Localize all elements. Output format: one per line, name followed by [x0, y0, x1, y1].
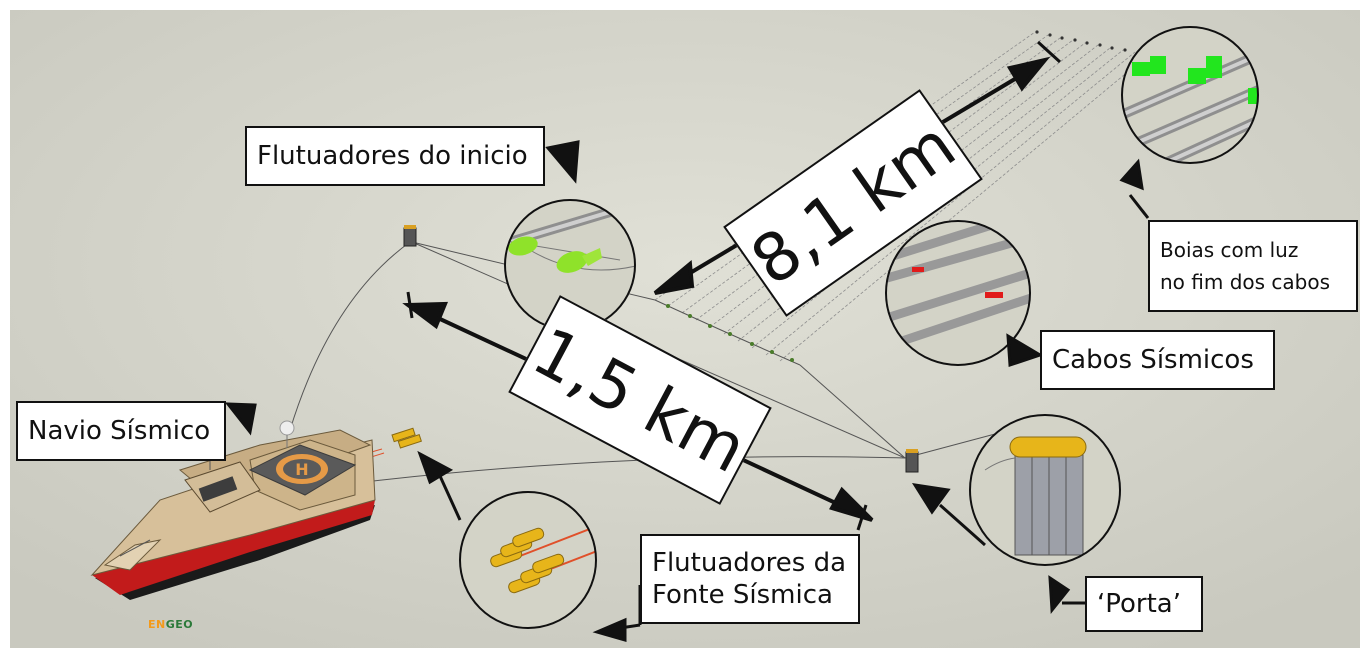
svg-text:H: H: [295, 460, 308, 479]
label-source-line1: Flutuadores da: [652, 547, 847, 578]
label-tail-buoys: Boias com luz no fim dos cabos: [1148, 220, 1358, 312]
logo-part-a: EN: [148, 618, 166, 631]
zoom-tail-buoys: [1121, 26, 1259, 164]
engeo-logo: ENGEO: [148, 618, 193, 631]
label-seismic-cables: Cabos Sísmicos: [1040, 330, 1275, 390]
label-source-line2: Fonte Sísmica: [652, 580, 833, 610]
door-left: [403, 225, 417, 247]
label-pointers: [224, 140, 1150, 642]
zoom-source-floats: [459, 491, 597, 629]
tail-buoys: [1035, 30, 1127, 52]
spread-rope: [654, 299, 801, 366]
label-source-floats: Flutuadores da Fonte Sísmica: [640, 534, 860, 624]
label-buoys-line2: no fim dos cabos: [1160, 270, 1331, 294]
door-right: [905, 449, 919, 473]
label-door: ‘Porta’: [1085, 576, 1203, 632]
label-buoys-line1: Boias com luz: [1160, 238, 1299, 262]
seismic-vessel: H: [90, 420, 376, 600]
dimension-short: [402, 291, 874, 531]
label-vessel: Navio Sísmico: [16, 401, 226, 461]
logo-part-b: GEO: [165, 618, 194, 631]
label-start-floats: Flutuadores do inicio: [245, 126, 545, 186]
zoom-door: [969, 414, 1121, 566]
